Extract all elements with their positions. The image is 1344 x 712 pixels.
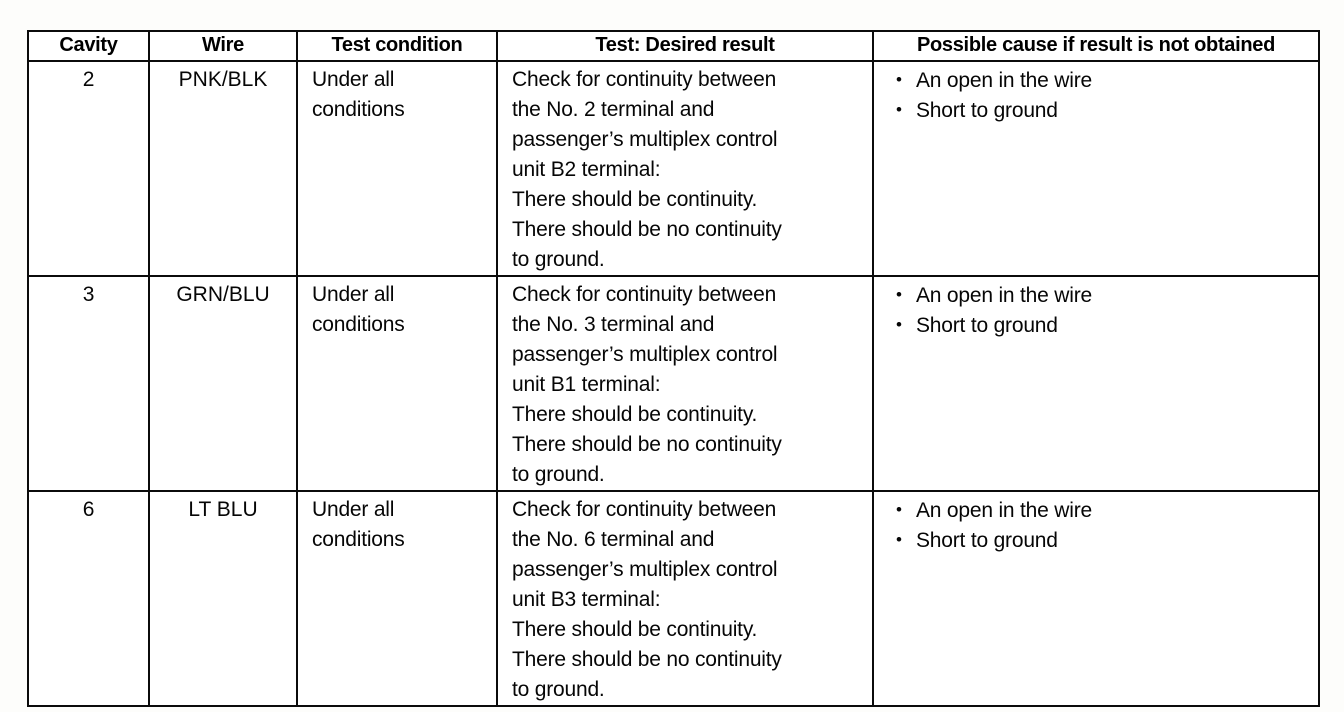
desired-result-line: Check for continuity between [512,283,777,306]
cell-possible-cause: An open in the wire Short to ground [872,60,1320,277]
cavity-value: 3 [82,283,95,306]
wire-value: GRN/BLU [176,283,270,306]
desired-result-line: to ground. [512,678,605,701]
test-condition-line-1: Under all [312,498,395,521]
wire-value: LT BLU [188,498,258,521]
desired-result-line: passenger’s multiplex control [512,343,778,366]
desired-result-text: Check for continuity between the No. 6 t… [498,492,872,705]
list-item: Short to ground [874,310,1318,341]
diagnostic-table: Cavity Wire Test condition Test: Desired… [27,30,1320,707]
cell-test-condition: Under all conditions [296,490,498,707]
column-header-desired-result: Test: Desired result [496,30,874,62]
column-header-cavity: Cavity [27,30,150,62]
possible-cause-list: An open in the wire Short to ground [874,492,1318,556]
desired-result-line: unit B1 terminal: [512,373,661,396]
desired-result-line: the No. 2 terminal and [512,98,715,121]
cell-possible-cause: An open in the wire Short to ground [872,275,1320,492]
test-condition-text: Under all conditions [298,492,496,555]
desired-result-line: to ground. [512,463,605,486]
desired-result-line: passenger’s multiplex control [512,558,778,581]
cell-wire: PNK/BLK [148,60,298,277]
cell-desired-result: Check for continuity between the No. 3 t… [496,275,874,492]
desired-result-line: the No. 3 terminal and [512,313,715,336]
test-condition-line-1: Under all [312,283,395,306]
list-item: Short to ground [874,525,1318,556]
cell-test-condition: Under all conditions [296,275,498,492]
possible-cause-list: An open in the wire Short to ground [874,62,1318,126]
test-condition-line-1: Under all [312,68,395,91]
test-condition-line-2: conditions [312,313,405,336]
column-header-test-condition: Test condition [296,30,498,62]
desired-result-line: unit B2 terminal: [512,158,661,181]
cavity-value: 2 [82,68,95,91]
desired-result-line: unit B3 terminal: [512,588,661,611]
desired-result-line: Check for continuity between [512,68,777,91]
desired-result-text: Check for continuity between the No. 3 t… [498,277,872,490]
cell-possible-cause: An open in the wire Short to ground [872,490,1320,707]
table-body: 2 PNK/BLK Under all conditions Check for… [27,60,1320,707]
cavity-value: 6 [82,498,95,521]
cell-test-condition: Under all conditions [296,60,498,277]
cell-wire: GRN/BLU [148,275,298,492]
column-header-possible-cause: Possible cause if result is not obtained [872,30,1320,62]
desired-result-line: the No. 6 terminal and [512,528,715,551]
table-row: 2 PNK/BLK Under all conditions Check for… [27,60,1320,277]
list-item: An open in the wire [874,280,1318,311]
list-item: An open in the wire [874,495,1318,526]
cell-desired-result: Check for continuity between the No. 2 t… [496,60,874,277]
cell-cavity: 2 [27,60,150,277]
desired-result-text: Check for continuity between the No. 2 t… [498,62,872,275]
cell-desired-result: Check for continuity between the No. 6 t… [496,490,874,707]
possible-cause-list: An open in the wire Short to ground [874,277,1318,341]
desired-result-line: There should be continuity. [512,188,758,211]
table-header: Cavity Wire Test condition Test: Desired… [27,30,1320,62]
desired-result-line: Check for continuity between [512,498,777,521]
desired-result-line: There should be no continuity [512,433,782,456]
cell-wire: LT BLU [148,490,298,707]
desired-result-line: There should be no continuity [512,648,782,671]
test-condition-line-2: conditions [312,528,405,551]
column-header-wire: Wire [148,30,298,62]
cell-cavity: 6 [27,490,150,707]
desired-result-line: There should be continuity. [512,403,758,426]
test-condition-text: Under all conditions [298,62,496,125]
desired-result-line: to ground. [512,248,605,271]
desired-result-line: There should be continuity. [512,618,758,641]
cell-cavity: 3 [27,275,150,492]
wire-value: PNK/BLK [178,68,268,91]
list-item: An open in the wire [874,65,1318,96]
test-condition-line-2: conditions [312,98,405,121]
table-row: 3 GRN/BLU Under all conditions Check for… [27,275,1320,492]
desired-result-line: There should be no continuity [512,218,782,241]
list-item: Short to ground [874,95,1318,126]
test-condition-text: Under all conditions [298,277,496,340]
table-row: 6 LT BLU Under all conditions Check for … [27,490,1320,707]
table-header-row: Cavity Wire Test condition Test: Desired… [27,30,1320,62]
desired-result-line: passenger’s multiplex control [512,128,778,151]
